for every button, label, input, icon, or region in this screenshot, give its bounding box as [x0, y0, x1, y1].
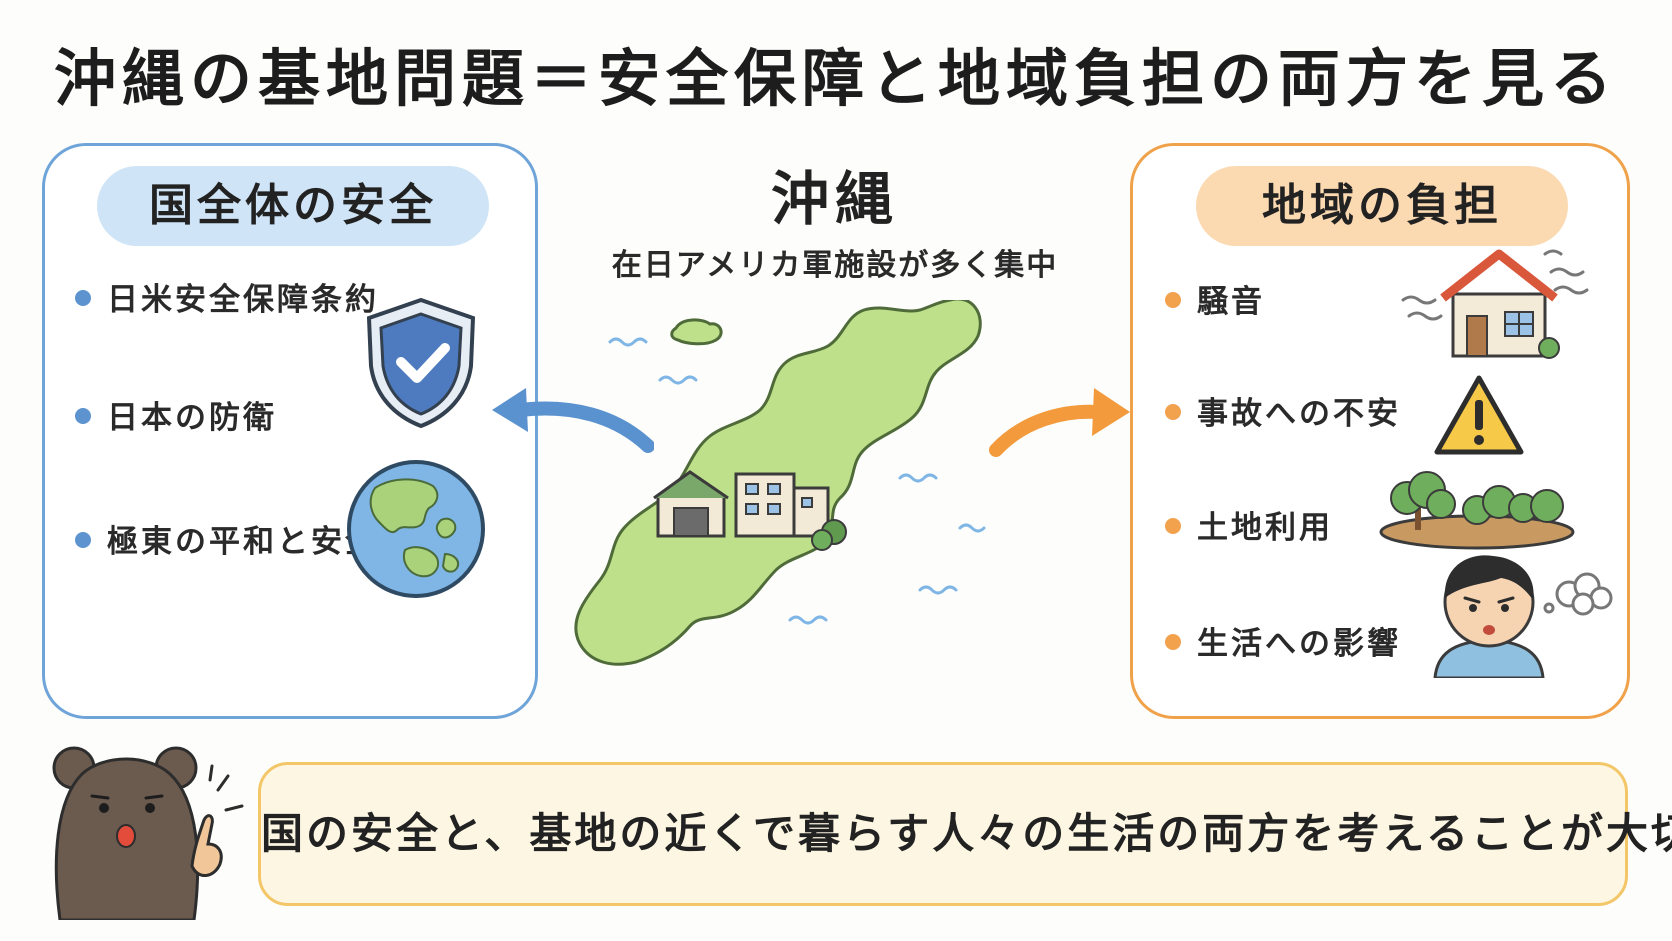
arrow-right-icon — [989, 388, 1130, 457]
sea-waves — [608, 337, 986, 625]
item-us-japan-treaty: 日米安全保障条約 — [107, 282, 379, 318]
noisy-house-icon — [1401, 249, 1589, 359]
bullet-dot — [1165, 404, 1181, 420]
bear-mascot — [52, 746, 244, 920]
okinawa-heading: 沖縄 — [770, 165, 899, 233]
trees-land-icon — [1379, 471, 1575, 550]
warning-icon — [1434, 375, 1524, 455]
conclusion-message: 国の安全と、基地の近くで暮らす人々の生活の両方を考えることが大切 — [258, 762, 1672, 906]
item-daily-life-impact: 生活への影響 — [1197, 626, 1401, 662]
bullet-dot — [75, 408, 91, 424]
page-title: 沖縄の基地問題＝安全保障と地域負担の両方を見る — [53, 42, 1618, 115]
local-burden-panel: 地域の負担 騒音 事故への不安 土地利用 生活への影響 — [1130, 143, 1630, 719]
small-island — [670, 318, 723, 346]
bullet-dot — [75, 290, 91, 306]
arrow-left-icon — [492, 388, 654, 453]
item-far-east-peace: 極東の平和と安全 — [107, 524, 379, 560]
national-security-heading: 国全体の安全 — [97, 166, 489, 246]
national-security-panel: 国全体の安全 日米安全保障条約 日本の防衛 極東の平和と安全 — [42, 143, 538, 719]
okinawa-island-map — [574, 300, 986, 666]
okinawa-subheading: 在日アメリカ軍施設が多く集中 — [611, 248, 1059, 283]
item-noise: 騒音 — [1197, 284, 1265, 320]
military-base — [653, 470, 847, 551]
item-japan-defense: 日本の防衛 — [107, 400, 277, 436]
bullet-dot — [1165, 634, 1181, 650]
bullet-dot — [1165, 292, 1181, 308]
item-accident-anxiety: 事故への不安 — [1197, 396, 1401, 432]
bullet-dot — [1165, 518, 1181, 534]
local-burden-heading: 地域の負担 — [1196, 166, 1568, 246]
shield-check-icon — [366, 297, 476, 429]
item-land-use: 土地利用 — [1197, 510, 1333, 546]
bullet-dot — [75, 532, 91, 548]
worried-person-icon — [1433, 555, 1613, 678]
globe-icon — [347, 460, 485, 598]
